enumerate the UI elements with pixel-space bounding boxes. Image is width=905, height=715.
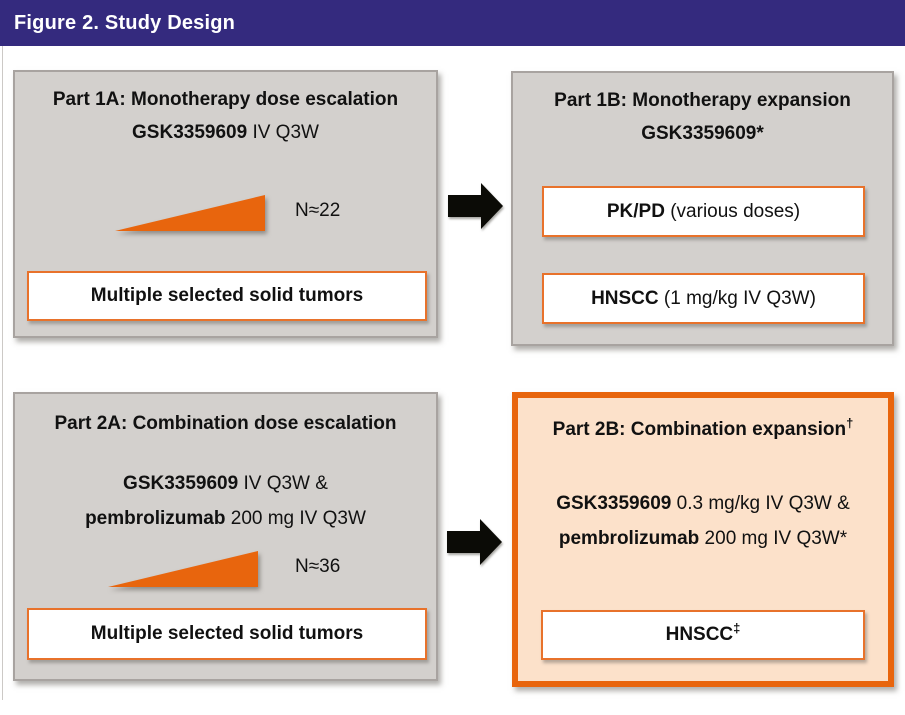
part-2a-drug1-name: GSK3359609 [123, 473, 239, 494]
part-1b-pkpd-box: PK/PD (various doses) [542, 186, 865, 237]
part-2b-regimen-line2: pembrolizumab 200 mg IV Q3W* [518, 521, 888, 556]
part-2b-hnscc-double-dagger: ‡ [733, 620, 741, 636]
part-1a-population-box: Multiple selected solid tumors [27, 271, 427, 321]
part-2a-regimen-line2: pembrolizumab 200 mg IV Q3W [15, 501, 436, 536]
right-arrow-icon [447, 519, 502, 565]
part-2b-drug2-name: pembrolizumab [558, 528, 700, 549]
part-2b-hnscc-box: HNSCC‡ [541, 610, 865, 660]
part-2a-n-label: N≈36 [295, 556, 341, 577]
part-2b-title: Part 2B: Combination expansion† [518, 413, 888, 446]
part-1a-drug-name: GSK3359609 [132, 122, 248, 143]
part-1b-pkpd-label: PK/PD (various doses) [607, 201, 800, 223]
part-1b-pkpd-bold: PK/PD [606, 200, 665, 222]
part-1a-n-label: N≈22 [295, 200, 341, 221]
part-1b-hnscc-label: HNSCC (1 mg/kg IV Q3W) [591, 288, 816, 310]
part-2b-regimen1-rest: 0.3 mg/kg IV Q3W & [671, 493, 850, 514]
part-2b-regimen-line1: GSK3359609 0.3 mg/kg IV Q3W & [518, 486, 888, 521]
figure-title: Figure 2. Study Design [14, 11, 236, 34]
part-1a-title: Part 1A: Monotherapy dose escalation [52, 89, 399, 110]
part-2a-regimen-line1: GSK3359609 IV Q3W & [15, 466, 436, 501]
part-2b-title-dagger: † [846, 415, 854, 431]
figure-header: Figure 2. Study Design [0, 0, 905, 46]
part-2a-regimen: GSK3359609 IV Q3W & pembrolizumab 200 mg… [15, 466, 436, 536]
dose-escalation-wedge-icon [108, 551, 258, 587]
part-2a-drug2-name: pembrolizumab [85, 508, 226, 529]
part-2b-hnscc-text: HNSCC [665, 624, 734, 645]
figure-frame-left-border [2, 46, 3, 700]
part-2b-box: Part 2B: Combination expansion† GSK33596… [512, 392, 894, 687]
part-2a-title: Part 2A: Combination dose escalation [54, 413, 397, 434]
dose-escalation-wedge-icon [115, 195, 265, 231]
part-1a-regimen: GSK3359609 IV Q3W [15, 116, 436, 149]
part-2b-title-text: Part 2B: Combination expansion [552, 419, 847, 440]
part-1b-hnscc-box: HNSCC (1 mg/kg IV Q3W) [542, 273, 865, 324]
part-1b-hnscc-bold: HNSCC [591, 287, 659, 309]
part-2a-regimen1-rest: IV Q3W & [238, 473, 328, 494]
part-2a-population-box: Multiple selected solid tumors [27, 608, 427, 660]
part-2b-regimen2-rest: 200 mg IV Q3W* [699, 528, 848, 549]
part-1b-box: Part 1B: Monotherapy expansion GSK335960… [511, 71, 894, 346]
part-2b-hnscc-label: HNSCC‡ [665, 620, 741, 646]
part-2a-population-label: Multiple selected solid tumors [90, 623, 364, 644]
part-1b-pkpd-rest: (various doses) [664, 200, 801, 222]
part-1a-population-label: Multiple selected solid tumors [90, 285, 364, 306]
part-2b-drug1-name: GSK3359609 [556, 493, 672, 514]
part-2a-box: Part 2A: Combination dose escalation GSK… [13, 392, 438, 681]
part-2b-regimen: GSK3359609 0.3 mg/kg IV Q3W & pembrolizu… [518, 486, 888, 556]
part-1b-title: Part 1B: Monotherapy expansion [554, 90, 851, 111]
part-2a-regimen2-rest: 200 mg IV Q3W [225, 508, 366, 529]
part-1b-subtitle: GSK3359609* [641, 123, 764, 144]
right-arrow-icon [448, 183, 503, 229]
part-1a-box: Part 1A: Monotherapy dose escalation GSK… [13, 70, 438, 338]
part-1b-hnscc-rest: (1 mg/kg IV Q3W) [658, 287, 816, 309]
part-1a-regimen-rest: IV Q3W [247, 122, 319, 143]
